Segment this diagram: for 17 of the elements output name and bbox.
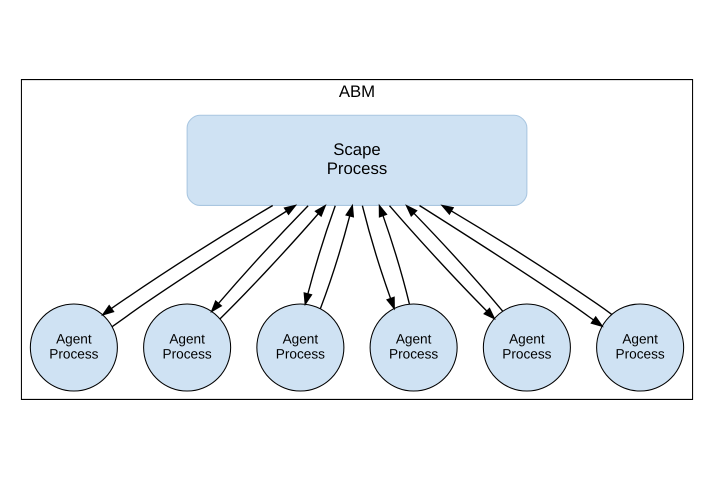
node-box: Scape Process — [186, 114, 528, 206]
arrow — [388, 205, 496, 320]
arrow — [210, 205, 309, 314]
node-circle: Agent Process — [256, 303, 344, 392]
arrow — [320, 204, 354, 309]
arrow — [405, 204, 504, 312]
arrow — [304, 205, 336, 306]
arrow — [101, 204, 274, 316]
node-circle: Agent Process — [370, 303, 458, 392]
node-circle: Agent Process — [143, 303, 232, 392]
arrow — [112, 204, 298, 328]
arrow — [440, 204, 612, 315]
node-circle: Agent Process — [596, 303, 684, 392]
arrow — [220, 204, 327, 320]
arrow — [378, 204, 410, 304]
arrow — [362, 206, 395, 310]
arrow — [419, 204, 604, 328]
